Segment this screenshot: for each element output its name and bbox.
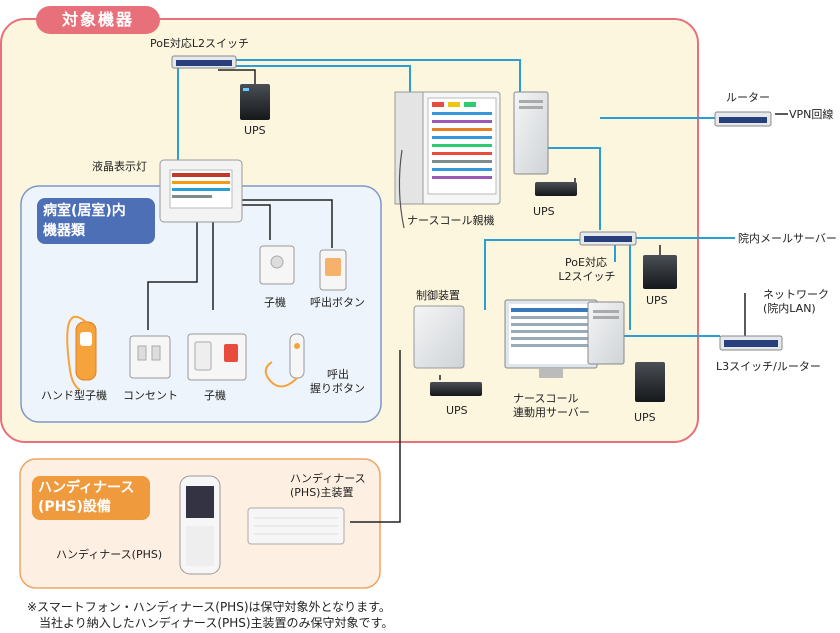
note-line-1: ※スマートフォン・ハンディナース(PHS)は保守対象外となります。: [27, 600, 391, 614]
ups-top: [240, 84, 270, 120]
label-outlet: コンセント: [123, 389, 178, 402]
label-mail-server: 院内メールサーバー: [738, 232, 837, 245]
controller: [413, 305, 465, 369]
power-top-ups: [218, 69, 256, 84]
room-group-line2: 機器類: [43, 223, 85, 239]
label-controller: 制御装置: [416, 289, 460, 302]
label-vpn-line: VPN回線: [789, 108, 834, 121]
link-switch-to-master: [232, 65, 411, 92]
label-poe-switch-mid-2: L2スイッチ: [558, 270, 616, 283]
router: [714, 111, 772, 127]
page-title: 対象機器: [36, 6, 160, 34]
label-server-1: ナースコール: [513, 392, 579, 405]
label-phs-handset: ハンディナース(PHS): [56, 548, 163, 561]
line-ctrl-to-phs: [350, 350, 401, 523]
link-switch-to-pc: [232, 59, 521, 95]
label-poe-switch-mid-1: PoE対応: [565, 256, 607, 269]
label-poe-switch-top: PoE対応L2スイッチ: [150, 37, 250, 50]
pc-tower: [513, 91, 549, 175]
poe-switch-top: [171, 55, 237, 69]
room-group-line1: 病室(居室)内: [43, 203, 126, 219]
label-phs-main-2: (PHS)主装置: [290, 486, 354, 499]
slave-unit-2: [187, 333, 247, 381]
label-ups-mid: UPS: [646, 294, 668, 307]
label-network-1: ネットワーク: [763, 288, 829, 301]
label-slave-unit-2: 子機: [204, 389, 226, 402]
note-line-2: 当社より納入したハンディナース(PHS)主装置のみ保守対象です。: [39, 616, 394, 630]
label-call-grip-1: 呼出: [327, 368, 349, 381]
l3-switch: [719, 335, 783, 351]
ups-mid: [643, 255, 677, 289]
nurse-call-server-monitor: [504, 299, 598, 378]
link-midswitch-to-controller: [484, 239, 585, 310]
lcd-display-light: [159, 159, 243, 223]
label-ups-server: UPS: [634, 411, 656, 424]
call-button: [319, 249, 347, 291]
label-handset: ハンド型子機: [41, 389, 107, 402]
label-ups-master: UPS: [533, 205, 555, 218]
label-lcd-light: 液晶表示灯: [92, 160, 147, 173]
label-server-2: 連動用サーバー: [513, 406, 590, 419]
label-ups-controller: UPS: [446, 404, 468, 417]
phs-main-unit: [247, 507, 345, 545]
slave-unit-1: [259, 245, 295, 285]
ups-master: [535, 182, 577, 196]
link-pc-to-midswitch: [548, 147, 601, 230]
line-lcd-to-outlet: [147, 222, 198, 330]
label-router: ルーター: [726, 91, 770, 104]
label-call-button: 呼出ボタン: [310, 296, 365, 309]
phs-group-line2: (PHS)設備: [38, 499, 111, 515]
label-network-2: (院内LAN): [763, 302, 816, 315]
call-grip-button: [264, 333, 305, 388]
outlet: [129, 335, 171, 379]
room-group-badge: 病室(居室)内 機器類: [37, 198, 155, 244]
nurse-call-master: [394, 91, 501, 229]
phs-handset: [179, 475, 221, 575]
label-slave-unit-1: 子機: [264, 296, 286, 309]
handset: [66, 315, 97, 391]
poe-switch-mid: [579, 231, 637, 246]
label-l3-switch: L3スイッチ/ルーター: [716, 360, 821, 373]
phs-group-badge: ハンディナース (PHS)設備: [32, 476, 150, 520]
line-lcd-to-callbtn: [240, 199, 333, 248]
ups-controller: [430, 382, 482, 396]
line-lcd-to-slave1: [232, 204, 271, 240]
label-ups-top: UPS: [244, 124, 266, 137]
ups-server: [635, 362, 665, 402]
label-call-grip-2: 握りボタン: [310, 382, 365, 395]
nurse-call-server-tower: [587, 301, 625, 365]
label-nurse-call-master: ナースコール親機: [407, 214, 495, 227]
label-phs-main-1: ハンディナース: [290, 472, 366, 485]
phs-group-line1: ハンディナース: [38, 480, 135, 496]
